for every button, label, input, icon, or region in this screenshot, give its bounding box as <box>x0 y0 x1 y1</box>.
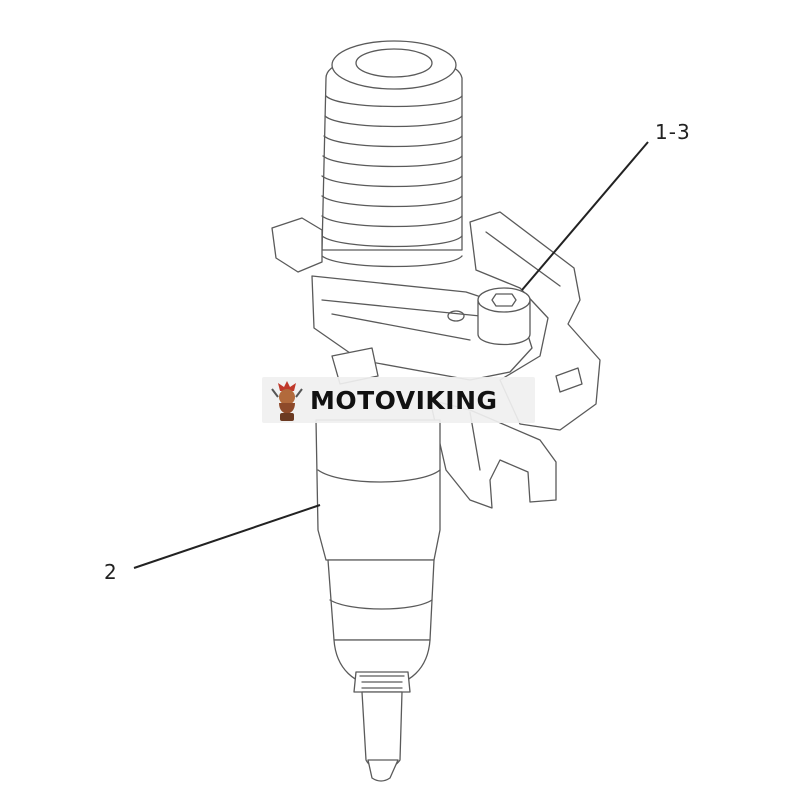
leader-line-1-3 <box>521 141 649 291</box>
callout-label-2: 2 <box>104 560 118 584</box>
leader-line-2 <box>133 504 321 569</box>
brand-watermark: MOTOVIKING <box>262 377 535 423</box>
callout-label-1-3: 1-3 <box>655 120 691 144</box>
viking-mascot-icon <box>271 381 303 421</box>
hex-bolt <box>447 287 531 346</box>
clamp-bracket <box>271 211 601 509</box>
brand-name: MOTOVIKING <box>310 385 498 415</box>
nozzle-tip <box>361 691 403 782</box>
threaded-top <box>321 40 463 268</box>
injector-body <box>315 419 441 693</box>
